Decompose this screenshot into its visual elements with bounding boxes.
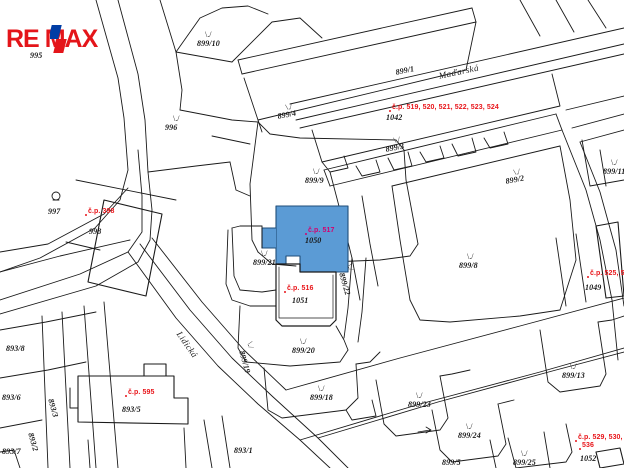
- building-number-label: č.p. 525, 5: [590, 270, 624, 277]
- garden-marker-icon: \./: [466, 422, 473, 431]
- parcel-number-label: 899/23: [408, 400, 431, 409]
- parcel-number-label: 1042: [386, 113, 403, 122]
- building-number-label: č.p. 595: [128, 389, 155, 396]
- parcel-number-label: 899/20: [292, 346, 315, 355]
- building-point-icon: [85, 214, 87, 216]
- garden-marker-icon: \./: [318, 384, 325, 393]
- parcel-number-label: 893/7: [2, 447, 21, 456]
- garden-marker-icon: \./: [205, 30, 212, 39]
- garden-marker-icon: \./: [416, 391, 423, 400]
- garden-marker-icon: \./: [300, 337, 307, 346]
- parcel-number-label: 997: [48, 207, 61, 216]
- garden-marker-icon: \./: [611, 158, 618, 167]
- parcel-number-label: 1052: [580, 454, 597, 463]
- parcel-number-label: 899/24: [458, 431, 481, 440]
- garden-marker-icon: \./: [261, 249, 268, 258]
- parcel-number-label: 996: [165, 123, 178, 132]
- garden-marker-icon: \./: [570, 362, 577, 371]
- building-number-label: 536: [582, 442, 594, 449]
- building-point-icon: [587, 276, 589, 278]
- building-point-icon: [305, 233, 307, 235]
- building-point-icon: [575, 440, 577, 442]
- building-number-label: č.p. 398: [88, 208, 115, 215]
- building-point-icon: [579, 448, 581, 450]
- parcel-number-label: 899/11: [603, 167, 624, 176]
- parcel-number-label: 899/9: [305, 176, 324, 185]
- building-number-label: č.p. 519, 520, 521, 522, 523, 524: [392, 104, 499, 111]
- building-point-icon: [284, 291, 286, 293]
- parcel-number-label: 899/25: [513, 458, 536, 467]
- building-number-label: č.p. 517: [308, 227, 335, 234]
- parcel-number-label: 1049: [585, 283, 602, 292]
- parcel-number-label: 899/10: [197, 39, 220, 48]
- remax-logo-re: RE: [6, 25, 40, 53]
- building-number-label: č.p. 516: [287, 285, 314, 292]
- building-point-icon: [125, 395, 127, 397]
- garden-marker-icon: \./: [313, 167, 320, 176]
- building-point-icon: [389, 110, 391, 112]
- parcel-number-label: 899/18: [310, 393, 333, 402]
- parcel-number-label: 899/21: [253, 258, 276, 267]
- parcel-number-label: 1051: [292, 296, 309, 305]
- garden-marker-icon: \./: [521, 449, 528, 458]
- building-number-label: č.p. 529, 530, 5: [578, 434, 624, 441]
- parcel-number-label: 998: [89, 227, 102, 236]
- parcel-number-label: 899/8: [459, 261, 478, 270]
- parcel-number-label: 899/13: [562, 371, 585, 380]
- garden-marker-icon: \./: [173, 114, 180, 123]
- remax-logo-slash: [50, 25, 67, 53]
- parcel-number-label: 893/1: [234, 446, 253, 455]
- parcel-number-label: 893/5: [122, 405, 141, 414]
- highlighted-parcel-number: 1050: [305, 236, 322, 245]
- parcel-number-label: 893/6: [2, 393, 21, 402]
- garden-marker-icon: \./: [467, 252, 474, 261]
- parcel-number-label: 893/8: [6, 344, 25, 353]
- remax-logo: RE/MAX: [6, 24, 114, 54]
- parcel-number-label: 995: [30, 51, 43, 60]
- parcel-number-label: 899/5: [442, 458, 461, 467]
